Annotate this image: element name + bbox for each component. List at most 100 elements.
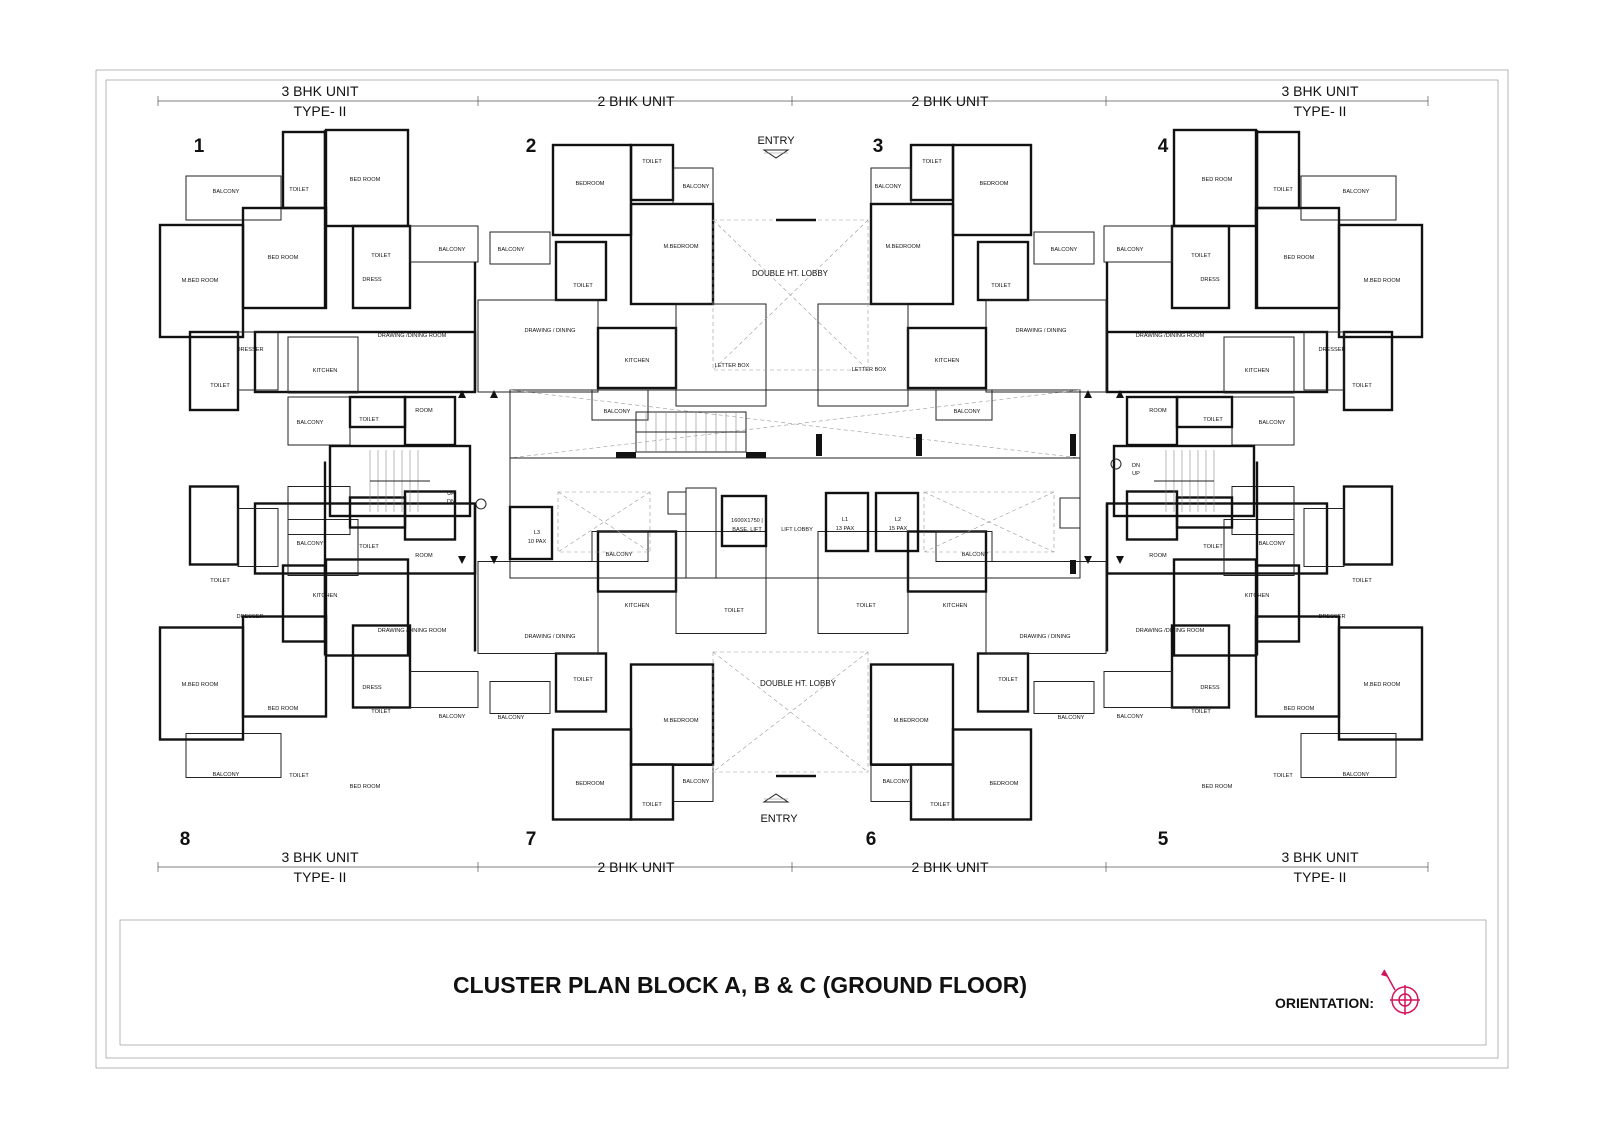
unit-4-plan (1103, 128, 1424, 447)
room-label: DRESS (1200, 685, 1220, 691)
unit-header-top-4: 3 BHK UNIT TYPE- II (1281, 83, 1358, 119)
unit-subtype-label: TYPE- II (294, 103, 347, 119)
room-label: TOILET (856, 603, 876, 609)
room-label: TOILET (922, 159, 942, 165)
room-label: BED ROOM (1202, 784, 1233, 790)
room-label: ROOM (1149, 408, 1167, 414)
room-label: BEDROOM (576, 781, 605, 787)
entry-arrow-icon (762, 149, 790, 159)
room-label: LETTER BOX (715, 363, 750, 369)
room-label: KITCHEN (935, 358, 960, 364)
room-label: BED ROOM (268, 255, 299, 261)
unit-number-8: 8 (180, 829, 191, 850)
room-label: TOILET (289, 773, 309, 779)
unit-2-plan: BEDROOM TOILET BALCONY M.BEDROOM BALCONY… (477, 143, 767, 421)
room-label: BALCONY (1343, 772, 1370, 778)
room-label: TOILET (642, 159, 662, 165)
room-label: BALCONY (954, 409, 981, 415)
room-label: ROOM (1149, 553, 1167, 559)
unit-6-plan (817, 530, 1107, 821)
room-label: BALCONY (1117, 247, 1144, 253)
room-label: BEDROOM (980, 181, 1009, 187)
entry-top: ENTRY (757, 135, 795, 159)
bottom-dimension-line (157, 862, 1429, 872)
room-label: TOILET (1273, 187, 1293, 193)
unit-3-labels: BEDROOM TOILET BALCONY M.BEDROOM BALCONY… (852, 159, 1078, 415)
room-label: KITCHEN (1245, 593, 1270, 599)
room-label: BED ROOM (350, 784, 381, 790)
room-label: DRAWING / DINING (1019, 634, 1070, 640)
room-label: DRESSER (1318, 614, 1345, 620)
stair-dn-label: DN (447, 499, 455, 505)
room-label: TOILET (1191, 709, 1211, 715)
stair-up-label: UP (447, 491, 455, 497)
room-label: DRESS (1200, 277, 1220, 283)
unit-number-7: 7 (526, 829, 537, 850)
unit-header-top-1: 3 BHK UNIT TYPE- II (281, 83, 358, 119)
room-label: TOILET (991, 283, 1011, 289)
room-label: DRESSER (236, 614, 263, 620)
stair-core-top (635, 411, 747, 453)
unit-3-plan (817, 143, 1107, 421)
lift-capacity: 10 PAX (528, 539, 547, 545)
room-label: DRAWING /DINING ROOM (378, 628, 447, 634)
base-lift-size: 1600X1750 | (731, 518, 763, 524)
room-label: TOILET (371, 253, 391, 259)
unit-8-plan (158, 461, 479, 778)
top-dimension-line (157, 96, 1429, 106)
room-label: TOILET (359, 417, 379, 423)
room-label: BALCONY (498, 715, 525, 721)
room-label: BALCONY (439, 247, 466, 253)
stair-dn-label: DN (1132, 463, 1140, 469)
room-label: BALCONY (1058, 715, 1085, 721)
unit-number-5: 5 (1158, 829, 1169, 850)
room-label: TOILET (642, 802, 662, 808)
unit-7-labels: BEDROOM TOILET BALCONY M.BEDROOM BALCONY… (498, 552, 745, 808)
room-label: KITCHEN (625, 358, 650, 364)
lobby-label-bottom: DOUBLE HT. LOBBY (760, 679, 837, 688)
orientation-label: ORIENTATION: (1275, 995, 1374, 1011)
room-label: TOILET (573, 677, 593, 683)
unit-type-label: 3 BHK UNIT (1281, 83, 1358, 99)
unit-number-3: 3 (873, 136, 884, 157)
room-label: DRAWING /DINING ROOM (1136, 333, 1205, 339)
lift-capacity: 13 PAX (836, 526, 855, 532)
room-label: DRAWING /DINING ROOM (378, 333, 447, 339)
room-label: BALCONY (439, 714, 466, 720)
double-height-lobby-bottom (712, 651, 869, 773)
shaft-markers (458, 390, 1124, 564)
room-label: KITCHEN (1245, 368, 1270, 374)
unit-header-bottom-8: 3 BHK UNIT TYPE- II (281, 849, 358, 885)
entry-bottom: ENTRY (760, 793, 798, 825)
room-label: KITCHEN (313, 593, 338, 599)
base-lift-label: BASE. LIFT (732, 527, 762, 533)
room-label: BALCONY (213, 189, 240, 195)
unit-5-plan (1103, 461, 1424, 778)
room-label: BED ROOM (1284, 255, 1315, 261)
lift-name: L1 (842, 517, 848, 523)
room-label: BALCONY (498, 247, 525, 253)
room-label: TOILET (573, 283, 593, 289)
room-label: BALCONY (962, 552, 989, 558)
room-label: ROOM (415, 408, 433, 414)
room-label: DRAWING / DINING (1015, 328, 1066, 334)
room-label: TOILET (930, 802, 950, 808)
room-label: M.BEDROOM (885, 244, 920, 250)
lift-name: L2 (895, 517, 901, 523)
room-label: BALCONY (1259, 541, 1286, 547)
room-label: KITCHEN (625, 603, 650, 609)
room-label: BALCONY (297, 541, 324, 547)
central-core: DOUBLE HT. LOBBY DOUBLE HT. LOBBY (508, 218, 1081, 778)
room-label: DRESS (362, 277, 382, 283)
room-label: BALCONY (213, 772, 240, 778)
room-label: ROOM (415, 553, 433, 559)
base-lift: 1600X1750 | BASE. LIFT (720, 494, 768, 548)
room-label: M.BEDROOM (663, 244, 698, 250)
unit-6-labels: BEDROOM TOILET BALCONY M.BEDROOM BALCONY… (856, 552, 1084, 808)
room-label: DRAWING / DINING (524, 328, 575, 334)
lift-capacity: 15 PAX (889, 526, 908, 532)
drawing-title: CLUSTER PLAN BLOCK A, B & C (GROUND FLOO… (453, 972, 1027, 998)
room-label: M.BEDROOM (893, 718, 928, 724)
room-label: TOILET (1352, 383, 1372, 389)
stair-core-right: DN UP (1110, 444, 1256, 518)
